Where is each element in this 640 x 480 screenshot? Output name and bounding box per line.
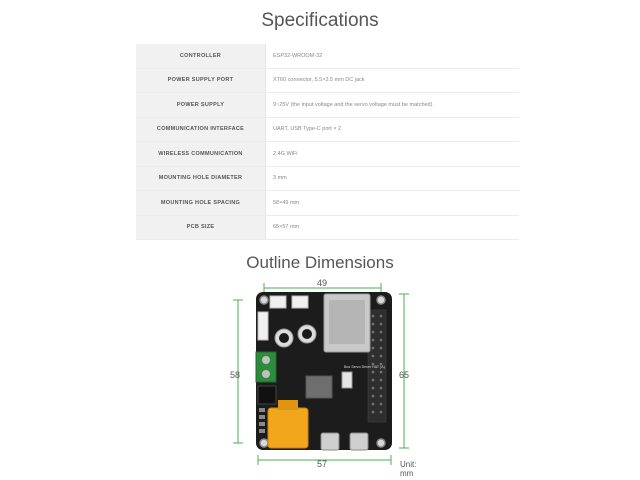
unit-label: Unit: mm — [400, 460, 417, 478]
spec-key: POWER SUPPLY PORT — [136, 68, 266, 93]
spec-value: 3 mm — [265, 166, 519, 191]
spec-value: UART, USB Type-C port × 2 — [265, 117, 519, 142]
xt60-connector — [267, 407, 309, 449]
gpio-header — [367, 309, 387, 423]
outline-dimensions-heading: Outline Dimensions — [246, 253, 394, 272]
servo-connector-2 — [291, 295, 309, 309]
inductor — [305, 375, 333, 399]
usb-c-port-1 — [320, 432, 340, 451]
spec-value: 65×57 mm — [265, 215, 519, 240]
board-diagram: Bus Servo Driver HAT (A) — [233, 283, 409, 465]
spec-key: PCB SIZE — [136, 215, 266, 240]
spec-key: POWER SUPPLY — [136, 92, 266, 118]
servo-connector-1 — [269, 295, 287, 309]
spec-value: 58×49 mm — [265, 190, 519, 216]
side-connector — [257, 311, 269, 341]
dc-jack — [257, 385, 277, 405]
usb-c-port-2 — [349, 432, 369, 451]
dimension-right-label: 65 — [399, 370, 410, 380]
spec-value: 2.4G WiFi — [265, 141, 519, 167]
spec-key: MOUNTING HOLE DIAMETER — [136, 166, 266, 191]
dimension-lines — [233, 283, 409, 465]
spec-key: WIRELESS COMMUNICATION — [136, 141, 266, 167]
board-label: Bus Servo Driver HAT (A) — [344, 365, 385, 369]
side-pins — [259, 408, 265, 433]
spec-value: ESP32-WROOM-32 — [265, 44, 519, 69]
spec-value: 9~25V (the input voltage and the servo v… — [265, 92, 519, 118]
gpio-pins — [371, 314, 383, 414]
dimension-top-label: 49 — [317, 278, 328, 288]
spec-key: COMMUNICATION INTERFACE — [136, 117, 266, 142]
specifications-heading: Specifications — [261, 10, 379, 31]
spec-value: XT60 connector, 5.5×2.5 mm DC jack — [265, 68, 519, 93]
spec-key: CONTROLLER — [136, 44, 266, 69]
esp32-shield — [329, 300, 365, 344]
dimension-left-label: 58 — [230, 370, 241, 380]
switch — [341, 371, 353, 389]
outline-dimensions-figure: Bus Servo Driver HAT (A) 49 58 65 57 Uni… — [226, 278, 426, 478]
terminal-block — [255, 351, 277, 383]
dimension-bottom-label: 57 — [317, 459, 328, 469]
spec-key: MOUNTING HOLE SPACING — [136, 190, 266, 216]
